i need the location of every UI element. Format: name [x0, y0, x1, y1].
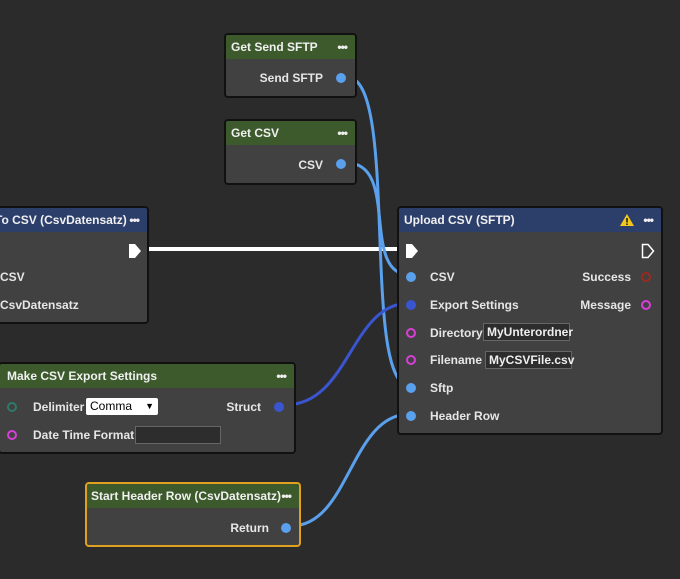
export-settings-pin[interactable] — [406, 300, 416, 310]
input-label: Directory — [430, 326, 483, 340]
node-title: Get CSV — [231, 126, 280, 140]
wire-csv — [346, 161, 411, 277]
exec-in-icon[interactable] — [405, 243, 419, 259]
node-title: To CSV (CsvDatensatz) — [0, 213, 127, 227]
menu-icon[interactable]: ••• — [129, 213, 140, 227]
exec-out-icon[interactable] — [641, 243, 655, 259]
success-pin[interactable] — [641, 272, 651, 282]
node-title: Start Header Row (CsvDatensatz) — [91, 489, 282, 503]
menu-icon[interactable]: ••• — [643, 213, 654, 227]
directory-input[interactable]: MyUnterordner — [483, 323, 573, 341]
wire-return — [290, 412, 411, 528]
output-label: CsvDatensatz — [0, 298, 79, 312]
sftp-pin[interactable] — [406, 383, 416, 393]
menu-icon[interactable]: ••• — [276, 369, 287, 383]
filename-pin[interactable] — [406, 355, 416, 365]
output-label: Success — [582, 270, 631, 284]
input-label: Filename — [430, 353, 483, 367]
menu-icon[interactable]: ••• — [281, 489, 292, 503]
output-label: CSV — [298, 158, 323, 172]
input-label: CSV — [430, 270, 455, 284]
node-start-header-row[interactable]: Start Header Row (CsvDatensatz)••• Retur… — [85, 482, 301, 547]
delimiter-select[interactable]: Comma ▼ — [86, 398, 158, 415]
node-to-csv[interactable]: To CSV (CsvDatensatz)••• CSV CsvDatensat… — [0, 206, 149, 324]
delimiter-pin[interactable] — [7, 402, 17, 412]
node-get-send-sftp[interactable]: Get Send SFTP ••• Send SFTP — [224, 33, 357, 98]
date-format-pin[interactable] — [7, 430, 17, 440]
node-title: Make CSV Export Settings — [7, 369, 158, 383]
csv-pin[interactable] — [406, 272, 416, 282]
directory-pin[interactable] — [406, 328, 416, 338]
wire-struct — [284, 301, 411, 407]
output-label: CSV — [0, 270, 25, 284]
date-format-input[interactable] — [135, 426, 221, 444]
output-pin[interactable] — [336, 73, 346, 83]
exec-out-icon[interactable] — [128, 243, 142, 259]
output-label: Return — [230, 521, 269, 535]
node-upload-csv[interactable]: Upload CSV (SFTP) ••• CSV Export Setting… — [397, 206, 663, 435]
menu-icon[interactable]: ••• — [337, 40, 348, 54]
delimiter-value: Comma — [90, 399, 133, 413]
node-title: Get Send SFTP — [231, 40, 318, 54]
date-format-label: Date Time Format — [33, 428, 135, 442]
output-label: Send SFTP — [259, 71, 323, 85]
node-make-csv-export-settings[interactable]: Make CSV Export Settings ••• Delimiter Co… — [0, 362, 296, 454]
return-pin[interactable] — [281, 523, 291, 533]
input-label: Header Row — [430, 409, 500, 423]
delimiter-label: Delimiter — [33, 400, 85, 414]
message-pin[interactable] — [641, 300, 651, 310]
input-label: Sftp — [430, 381, 454, 395]
output-label: Message — [580, 298, 631, 312]
output-pin[interactable] — [336, 159, 346, 169]
node-title: Upload CSV (SFTP) — [404, 213, 515, 227]
header-row-pin[interactable] — [406, 411, 416, 421]
menu-icon[interactable]: ••• — [337, 126, 348, 140]
input-label: Export Settings — [430, 298, 519, 312]
output-label: Struct — [226, 400, 261, 414]
filename-input[interactable]: MyCSVFile.csv — [485, 351, 574, 369]
node-get-csv[interactable]: Get CSV ••• CSV — [224, 119, 357, 185]
struct-pin[interactable] — [274, 402, 284, 412]
chevron-down-icon: ▼ — [145, 401, 154, 411]
warning-triangle-icon[interactable] — [619, 213, 635, 227]
